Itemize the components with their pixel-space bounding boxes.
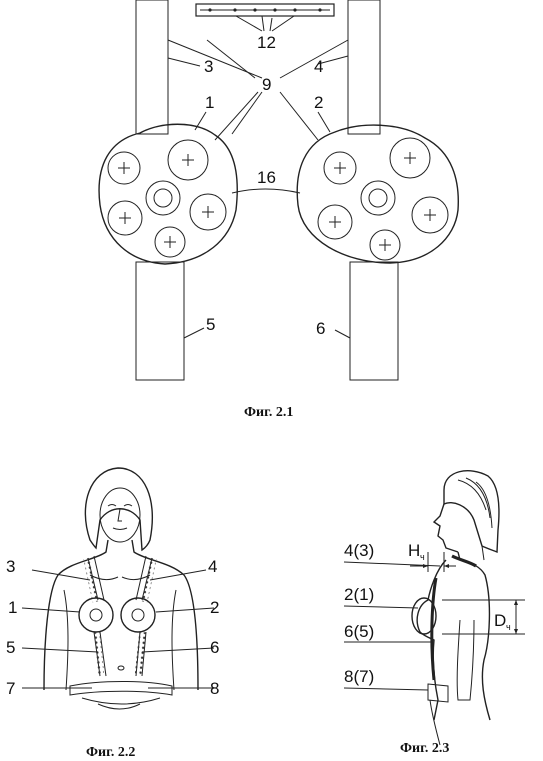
label-4-3: 4(3) xyxy=(344,541,374,560)
label-5: 5 xyxy=(206,315,215,334)
label-3-fig2: 3 xyxy=(6,557,15,576)
label-1: 1 xyxy=(205,93,214,112)
label-9: 9 xyxy=(262,75,271,94)
figure-2-2: 3 4 1 2 5 6 7 8 Фиг. 2.2 xyxy=(6,467,219,760)
caption-fig-2-2: Фиг. 2.2 xyxy=(86,745,135,760)
element-12 xyxy=(195,3,335,17)
label-4-fig2: 4 xyxy=(208,557,217,576)
strap-3 xyxy=(135,0,169,135)
label-8-7: 8(7) xyxy=(344,667,374,686)
label-3: 3 xyxy=(204,57,213,76)
label-8-fig2: 8 xyxy=(210,679,219,698)
label-d-sub: ч xyxy=(506,622,511,632)
strap-5 xyxy=(135,261,185,381)
figure-2-1: 12 3 4 9 1 2 16 5 6 Фиг. 2.1 xyxy=(98,0,459,420)
cup-1 xyxy=(98,123,238,265)
label-12: 12 xyxy=(257,33,276,52)
label-5-fig2: 5 xyxy=(6,638,15,657)
cup-2-small xyxy=(120,597,156,633)
label-2-fig2: 2 xyxy=(210,598,219,617)
hair xyxy=(443,470,500,554)
figure-2-3: 4(3) H ч 2(1) D ч 6(5) 8(7) Фиг. 2.3 xyxy=(343,470,525,756)
label-7-fig2: 7 xyxy=(6,679,15,698)
label-h: H xyxy=(408,541,420,560)
caption-fig-2-3: Фиг. 2.3 xyxy=(400,741,449,756)
strap-6 xyxy=(349,261,399,381)
strap-4 xyxy=(347,0,381,135)
label-6: 6 xyxy=(316,319,325,338)
cup-1-small xyxy=(78,597,114,633)
label-16: 16 xyxy=(257,168,276,187)
label-2: 2 xyxy=(314,93,323,112)
figure-head xyxy=(84,467,154,552)
caption-fig-2-1: Фиг. 2.1 xyxy=(244,405,293,420)
label-6-5: 6(5) xyxy=(344,622,374,641)
cup-2 xyxy=(296,124,459,264)
label-d: D xyxy=(494,611,506,630)
label-4: 4 xyxy=(314,57,323,76)
label-h-sub: ч xyxy=(420,552,425,562)
cup-side xyxy=(411,597,437,635)
label-2-1: 2(1) xyxy=(344,585,374,604)
label-1-fig2: 1 xyxy=(8,598,17,617)
label-6-fig2: 6 xyxy=(210,638,219,657)
